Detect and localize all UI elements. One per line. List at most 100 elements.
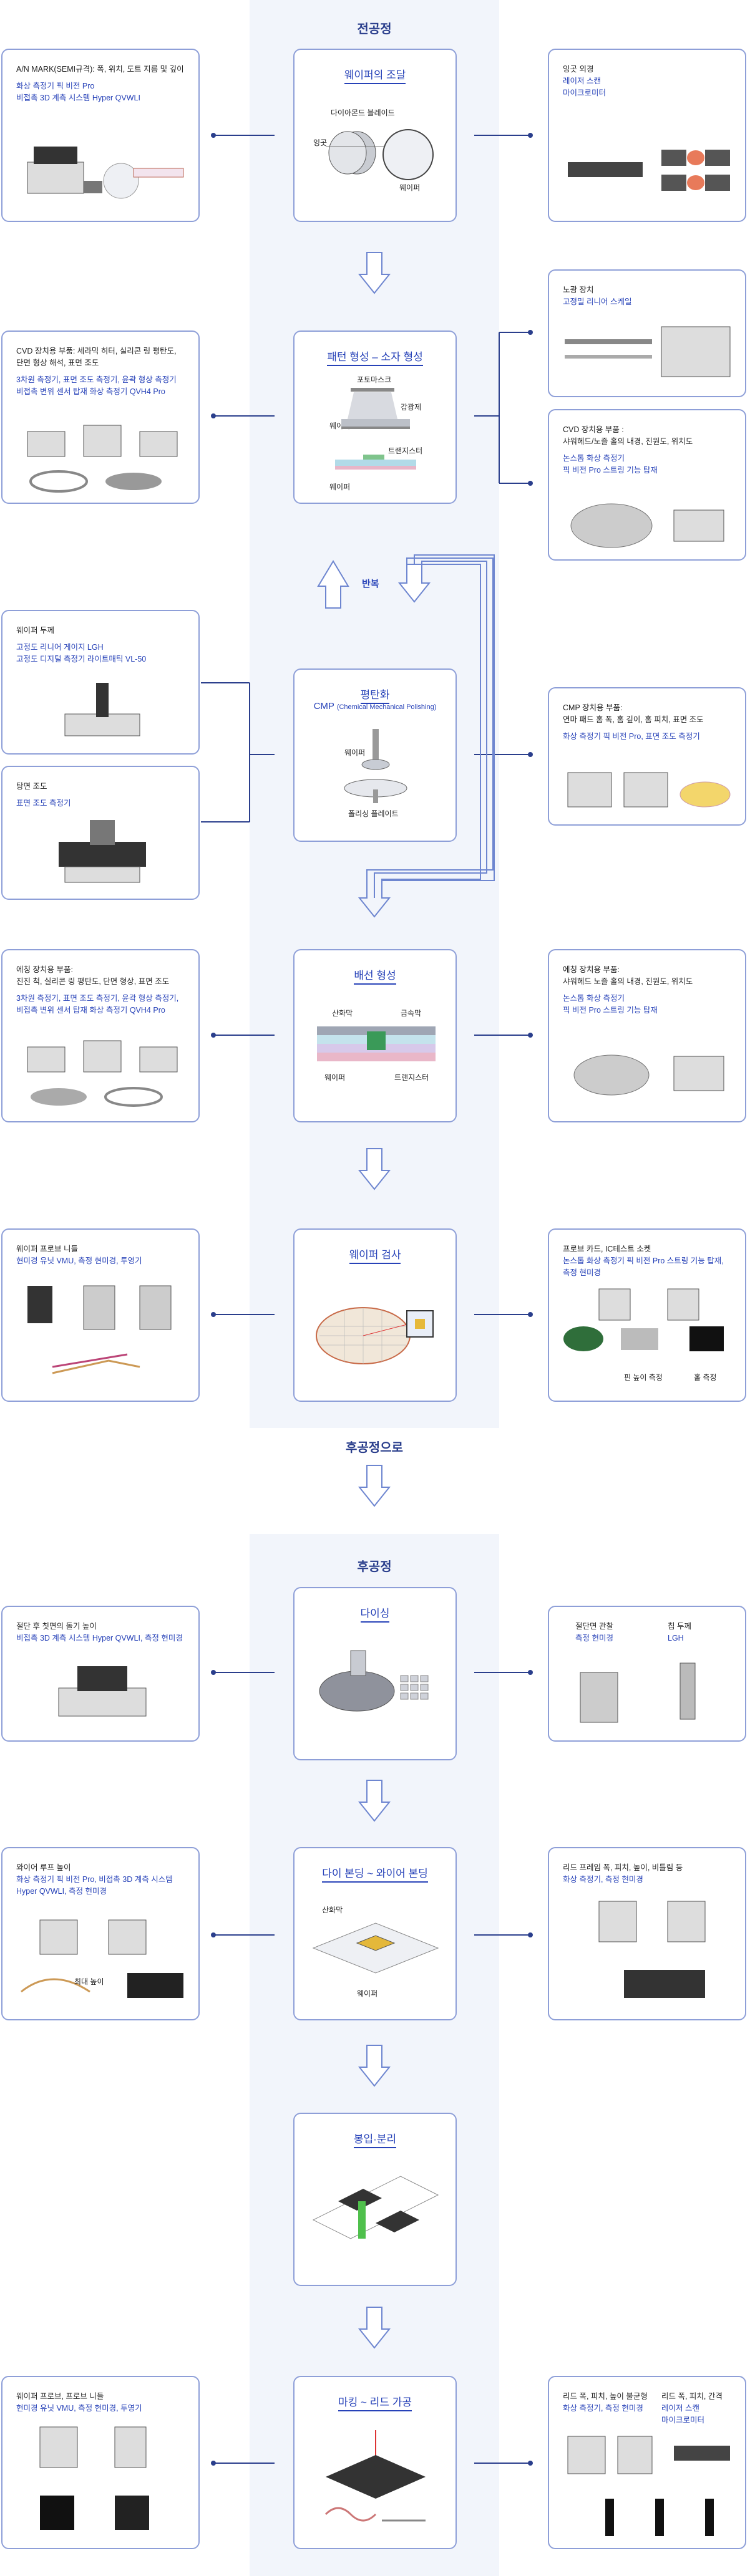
label-photomask: 포토마스크 bbox=[357, 375, 392, 384]
box-product: 고정도 리니어 게이지 LGH bbox=[16, 643, 104, 652]
wafer-inspection-illustration bbox=[316, 1307, 434, 1364]
col-lead-pitch: 리드 폭, 피치, 간격 레이저 스캔 마이크로미터 bbox=[661, 2391, 723, 2426]
box-product: 3차원 측정기, 표면 조도 측정기, 윤곽 형상 측정기 bbox=[16, 375, 177, 384]
caption-hole: 홀 측정 bbox=[694, 1373, 717, 1382]
step-wiring-formation: 배선 형성 산화막 금속막 웨이퍼 트랜지스터 bbox=[293, 949, 457, 1122]
box-text: 리드 폭, 피치, 높이 불균형 bbox=[563, 2392, 648, 2401]
left-box-wafer-probe: 웨이퍼 프로브, 프로브 니들 현미경 유닛 VMU, 측정 현미경, 투영기 bbox=[1, 2376, 200, 2549]
step-marking-lead-processing: 마킹 ~ 리드 가공 bbox=[293, 2376, 457, 2549]
step-encapsulation-separation: 봉입·분리 bbox=[293, 2113, 457, 2286]
linear-scale-illustration bbox=[565, 326, 731, 377]
instrument-illustration bbox=[573, 1054, 724, 1096]
box-text: 노광 장치 bbox=[563, 286, 594, 294]
right-box-exposure-device: 노광 장치 고정밀 리니어 스케일 bbox=[548, 269, 746, 397]
box-text: 샤워헤드/노즐 홀의 내경, 진원도, 위치도 bbox=[563, 437, 693, 446]
instrument-illustration bbox=[598, 1901, 706, 1998]
step-title: 봉입·분리 bbox=[353, 2133, 397, 2148]
label-photoresist: 감광제 bbox=[401, 403, 422, 412]
box-product: 표면 조도 측정기 bbox=[16, 799, 71, 808]
box-product: 레이저 스캔 bbox=[661, 2404, 699, 2413]
box-text: 칩 두께 bbox=[668, 1622, 691, 1631]
label-metal-film: 금속막 bbox=[401, 1009, 422, 1018]
cmp-illustration bbox=[344, 729, 407, 803]
box-product: 고정도 디지털 측정기 라이트매틱 VL-50 bbox=[16, 655, 147, 663]
box-product: 화상 측정기 픽 비전 Pro, 표면 조도 측정기 bbox=[563, 732, 700, 741]
to-back-process-label: 후공정으로 bbox=[346, 1441, 403, 1455]
step-die-wire-bonding: 다이 본딩 ~ 와이어 본딩 산화막 웨이퍼 bbox=[293, 1847, 457, 2020]
step-wafer-inspection: 웨이퍼 검사 bbox=[293, 1228, 457, 1402]
back-process-title: 후공정 bbox=[357, 1560, 392, 1574]
ingot-illustration bbox=[326, 129, 434, 180]
box-text: 에칭 장치용 부품: bbox=[563, 965, 620, 974]
laser-scan-illustration bbox=[568, 150, 730, 191]
right-box-cvd-showerhead: CVD 장치용 부품 : 샤워헤드/노즐 홀의 내경, 진원도, 위치도 논스톱… bbox=[548, 409, 746, 561]
instrument-illustration bbox=[58, 1666, 147, 1717]
box-text: CVD 장치용 부품: 세라믹 히터, 실리콘 링 평탄도, bbox=[16, 347, 177, 355]
box-text: 단면 형상 해석, 표면 조도 bbox=[16, 359, 99, 367]
label-ingot: 잉곳 bbox=[313, 138, 328, 147]
box-product: 논스톱 화상 측정기 bbox=[563, 454, 625, 463]
left-box-surface-roughness: 탕면 조도 표면 조도 측정기 bbox=[1, 766, 200, 900]
step-pattern-formation: 패턴 형성 ‒ 소자 형성 포토마스크 감광제 웨이퍼 트랜지스터 웨이퍼 bbox=[293, 330, 457, 504]
instrument-illustration bbox=[27, 1285, 172, 1374]
box-product: 마이크로미터 bbox=[563, 89, 606, 97]
col-cut-surface: 절단면 관찰 측정 현미경 bbox=[575, 1621, 613, 1644]
probe-card-illustration bbox=[563, 1288, 724, 1351]
box-text: 샤워헤드 노즐 홀의 내경, 진원도, 위치도 bbox=[563, 977, 693, 986]
box-product: 비접촉 변위 센서 탑재 화상 측정기 QVH4 Pro bbox=[16, 1006, 165, 1015]
box-text: 절단 후 칫면의 돌기 높이 bbox=[16, 1622, 97, 1631]
box-text: 에칭 장치용 부품: bbox=[16, 965, 73, 974]
label-transistor: 트랜지스터 bbox=[388, 446, 423, 455]
box-product: Hyper QVWLI, 측정 현미경 bbox=[16, 1887, 107, 1896]
marking-illustration bbox=[324, 2430, 426, 2522]
box-text: 프로브 카드, IC테스트 소켓 bbox=[563, 1245, 651, 1253]
label-oxide-film: 산화막 bbox=[332, 1009, 353, 1018]
box-product: 화상 측정기, 측정 현미경 bbox=[563, 1875, 643, 1884]
left-box-wafer-thickness: 웨이퍼 두께 고정도 리니어 게이지 LGH 고정도 디지털 측정기 라이트매틱… bbox=[1, 610, 200, 755]
box-product: 현미경 유닛 VMU, 측정 현미경, 투영기 bbox=[16, 1257, 142, 1265]
left-box-an-mark: A/N MARK(SEMI규격): 폭, 위치, 도트 지름 및 깊이 화상 측… bbox=[1, 49, 200, 222]
wiring-illustration bbox=[317, 1026, 436, 1061]
right-box-ingot-diameter: 잉곳 외경 레이저 스캔 마이크로미터 bbox=[548, 49, 746, 222]
box-product: 논스톱 화상 측정기 픽 비전 Pro 스트링 기능 탑재, bbox=[563, 1257, 724, 1265]
left-box-wire-loop-height: 와이어 루프 높이 화상 측정기 픽 비전 Pro, 비접촉 3D 계측 시스템… bbox=[1, 1847, 200, 2020]
right-box-etching-showerhead: 에칭 장치용 부품: 샤워헤드 노즐 홀의 내경, 진원도, 위치도 논스톱 화… bbox=[548, 949, 746, 1122]
instrument-illustration bbox=[580, 1662, 696, 1723]
box-text: 연마 패드 홈 폭, 홈 깊이, 홈 피치, 표면 조도 bbox=[563, 715, 704, 724]
box-product: 측정 현미경 bbox=[563, 1268, 601, 1277]
caption-max-height: 최대 높이 bbox=[74, 1977, 104, 1986]
instrument-illustration bbox=[27, 147, 184, 199]
box-product: 3차원 측정기, 표면 조도 측정기, 윤곽 형상 측정기, bbox=[16, 994, 179, 1003]
box-product: 고정밀 리니어 스케일 bbox=[563, 297, 632, 306]
box-product: 화상 측정기 픽 비전 Pro bbox=[16, 82, 95, 90]
box-text: CMP 장치용 부품: bbox=[563, 703, 623, 712]
pattern-illustration bbox=[335, 388, 416, 470]
right-box-probe-card: 프로브 카드, IC테스트 소켓 논스톱 화상 측정기 픽 비전 Pro 스트링… bbox=[548, 1228, 746, 1402]
label-diamond-blade: 다이아몬드 블레이드 bbox=[331, 109, 395, 117]
col-chip-thickness: 칩 두께 LGH bbox=[668, 1621, 691, 1644]
front-process-title: 전공정 bbox=[357, 22, 392, 36]
box-product: 마이크로미터 bbox=[661, 2416, 705, 2424]
instrument-illustration bbox=[570, 503, 724, 548]
instrument-illustration bbox=[64, 683, 140, 736]
left-box-chip-bump-height: 절단 후 칫면의 돌기 높이 비접촉 3D 계측 시스템 Hyper QVWLI… bbox=[1, 1606, 200, 1742]
left-box-probe-needle: 웨이퍼 프로브 니들 현미경 유닛 VMU, 측정 현미경, 투영기 bbox=[1, 1228, 200, 1402]
box-product: 비접촉 3D 계측 시스템 Hyper QVWLI, 측정 현미경 bbox=[16, 1634, 183, 1643]
box-product: 논스톱 화상 측정기 bbox=[563, 994, 625, 1003]
box-product: LGH bbox=[668, 1634, 684, 1643]
box-product: 화상 측정기 픽 비전 Pro, 비접촉 3D 계측 시스템 bbox=[16, 1875, 173, 1884]
col-lead-height: 리드 폭, 피치, 높이 불균형 화상 측정기, 측정 현미경 bbox=[563, 2391, 648, 2414]
box-product: 화상 측정기, 측정 현미경 bbox=[563, 2404, 643, 2413]
instrument-illustration bbox=[27, 425, 178, 493]
box-text: 잉곳 외경 bbox=[563, 65, 594, 74]
step-title: 배선 형성 bbox=[354, 970, 396, 985]
dicing-illustration bbox=[319, 1650, 429, 1712]
caption-pin-height: 핀 높이 측정 bbox=[624, 1373, 663, 1382]
box-text: 와이어 루프 높이 bbox=[16, 1863, 71, 1872]
left-box-etching-parts: 에칭 장치용 부품: 진진 척, 실리콘 링 평탄도, 단면 형상, 표면 조도… bbox=[1, 949, 200, 1122]
box-product: 픽 비전 Pro 스트링 기능 탑재 bbox=[563, 1006, 658, 1015]
box-text: 리드 폭, 피치, 간격 bbox=[661, 2392, 723, 2401]
bonding-illustration bbox=[312, 1922, 439, 1974]
label-wafer: 웨이퍼 bbox=[357, 1989, 378, 1998]
step-title: 다이 본딩 ~ 와이어 본딩 bbox=[322, 1868, 428, 1883]
